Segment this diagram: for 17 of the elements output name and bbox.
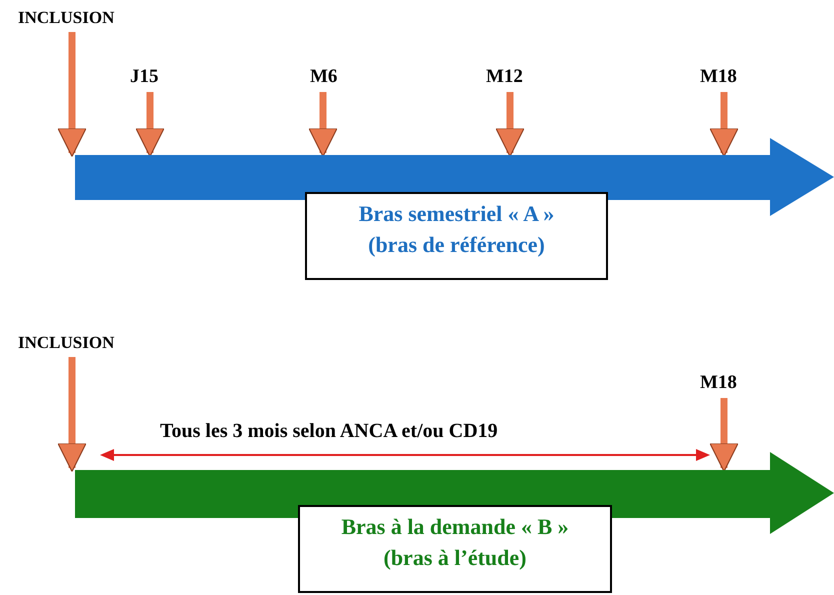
- timepoint-label: M6: [310, 66, 338, 88]
- timepoint-label: J15: [130, 66, 158, 88]
- arrow: [57, 32, 87, 158]
- arrow: [135, 92, 165, 158]
- timepoint-label: M18: [700, 66, 737, 88]
- arrow: [495, 92, 525, 158]
- arrow: [308, 92, 338, 158]
- arrow: [57, 357, 87, 472]
- timepoint-label: M12: [486, 66, 523, 88]
- timepoint-label: M18: [700, 372, 737, 394]
- arm-label-box: Bras à la demande « B » (bras à l’étude): [298, 505, 612, 593]
- interval-label: Tous les 3 mois selon ANCA et/ou CD19: [160, 420, 498, 443]
- timepoint-label: INCLUSION: [18, 8, 114, 28]
- arrow: [709, 92, 739, 158]
- arrow: [709, 398, 739, 472]
- arm-label-box: Bras semestriel « A » (bras de référence): [305, 192, 608, 280]
- timepoint-label: INCLUSION: [18, 333, 114, 353]
